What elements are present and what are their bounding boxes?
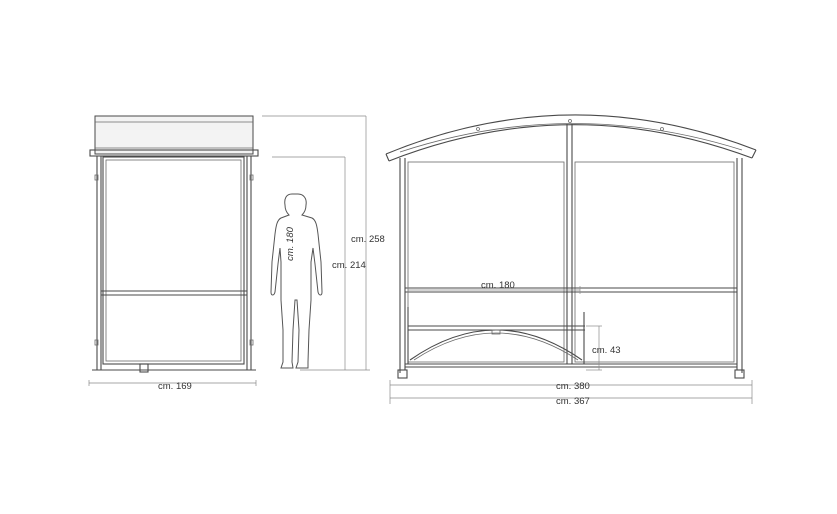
bench-length-label: cm. 180 [481,280,515,291]
bench-height-dimension [586,325,602,371]
bench-length-dimension [407,286,581,294]
front-curved-roof [385,114,757,155]
front-total-width-label: cm. 367 [556,396,590,407]
height-inner-label: cm. 214 [332,260,366,271]
side-width-dimension [88,380,257,386]
side-glass-panel [102,156,245,365]
human-scale-figure [270,193,323,369]
front-view [385,114,757,379]
bench-height-label: cm. 43 [592,345,621,356]
side-width-label: cm. 169 [158,381,192,392]
side-view [89,115,259,373]
height-total-label: cm. 258 [351,234,385,245]
bench [407,307,585,364]
front-width-dimensions [389,380,753,404]
height-dimension-lines [262,115,370,371]
person-height-label: cm. 180 [285,226,296,261]
front-inner-width-label: cm. 380 [556,381,590,392]
